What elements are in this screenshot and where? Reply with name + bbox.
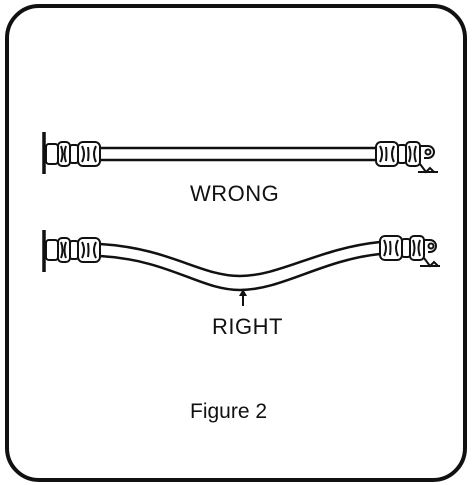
straight-hose xyxy=(100,146,376,162)
slack-arrow-icon xyxy=(239,289,247,306)
right-fitting-bottom xyxy=(379,235,440,268)
left-fitting-bottom xyxy=(45,237,101,263)
wrong-label: WRONG xyxy=(190,181,280,206)
right-label: RIGHT xyxy=(212,314,283,339)
curved-hose xyxy=(99,240,381,292)
right-hose-assembly xyxy=(42,230,440,306)
figure-border xyxy=(5,4,467,482)
left-fitting-top xyxy=(45,141,101,167)
figure-caption: Figure 2 xyxy=(190,400,268,423)
wrong-hose-assembly xyxy=(42,132,438,174)
right-fitting-top xyxy=(375,141,438,174)
